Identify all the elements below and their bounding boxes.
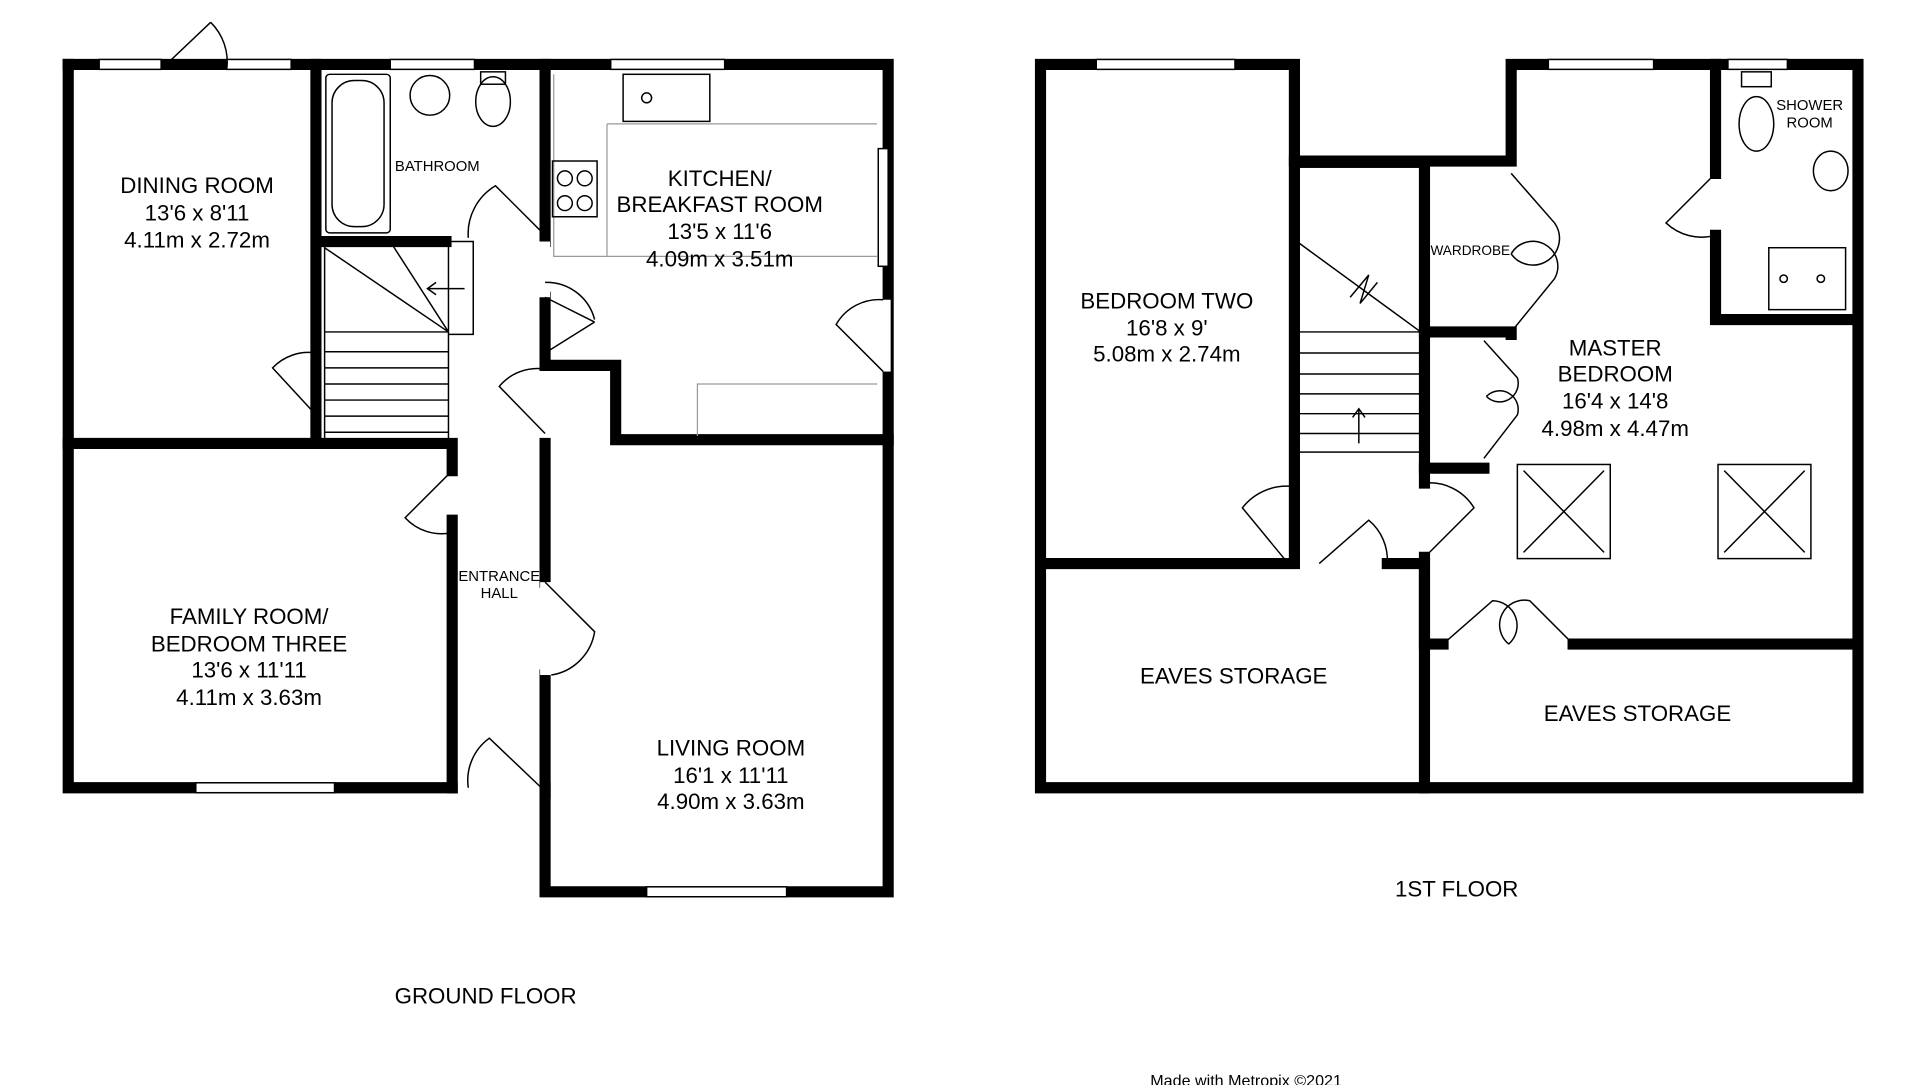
room-metric: 4.09m x 3.51m (646, 246, 793, 271)
room-name: ENTRANCE (458, 569, 540, 585)
room-eaves-right: EAVES STORAGE (1544, 701, 1731, 726)
room-kitchen: KITCHEN/ BREAKFAST ROOM 13'5 x 11'6 4.09… (617, 166, 823, 272)
room-eaves-left: EAVES STORAGE (1140, 664, 1327, 689)
room-name: BREAKFAST ROOM (617, 192, 823, 217)
skylight-right (1717, 463, 1812, 560)
first-floor-plan: BEDROOM TWO 16'8 x 9' 5.08m x 2.74m WARD… (1034, 58, 1864, 902)
room-metric: 4.98m x 4.47m (1542, 416, 1689, 441)
room-name: KITCHEN/ (668, 166, 773, 191)
room-master: MASTER BEDROOM 16'4 x 14'8 4.98m x 4.47m (1542, 335, 1689, 441)
credit-text: Made with Metropix ©2021 (1150, 1072, 1342, 1085)
ground-floor-label: GROUND FLOOR (395, 983, 577, 1008)
ground-floor-windows (98, 58, 891, 898)
room-family: FAMILY ROOM/ BEDROOM THREE 13'6 x 11'11 … (151, 604, 347, 710)
room-imperial: 16'8 x 9' (1126, 316, 1208, 341)
room-shower: SHOWER ROOM (1776, 98, 1843, 131)
first-floor-windows (1095, 58, 1789, 71)
first-floor-doors (1241, 172, 1717, 645)
room-metric: 4.11m x 3.63m (176, 685, 322, 710)
room-name: ROOM (1787, 116, 1833, 132)
room-name: SHOWER (1776, 98, 1843, 114)
room-imperial: 13'6 x 11'11 (191, 658, 306, 683)
room-wardrobe: WARDROBE (1430, 243, 1510, 258)
room-metric: 4.11m x 2.72m (124, 228, 270, 253)
room-metric: 4.90m x 3.63m (657, 789, 804, 814)
room-hall: ENTRANCE HALL (458, 569, 540, 602)
room-name: BEDROOM (1558, 361, 1673, 386)
skylight-left (1516, 463, 1611, 560)
room-name: FAMILY ROOM/ (170, 604, 330, 629)
room-imperial: 16'1 x 11'11 (673, 763, 788, 788)
room-metric: 5.08m x 2.74m (1093, 342, 1240, 367)
room-imperial: 13'6 x 8'11 (145, 200, 250, 225)
room-imperial: 16'4 x 14'8 (1562, 389, 1668, 414)
room-bathroom: BATHROOM (395, 159, 480, 175)
ground-floor-doors (160, 21, 884, 789)
room-name: BEDROOM THREE (151, 631, 347, 656)
room-name: BEDROOM TWO (1080, 288, 1253, 313)
ground-floor-fixtures (323, 71, 878, 441)
room-name: DINING ROOM (120, 173, 273, 198)
first-floor-fixtures (1296, 71, 1849, 560)
room-dining: DINING ROOM 13'6 x 8'11 4.11m x 2.72m (120, 173, 273, 252)
room-name: LIVING ROOM (657, 736, 806, 761)
room-name: HALL (481, 586, 518, 602)
first-floor-walls (1034, 58, 1864, 794)
ground-floor-plan: DINING ROOM 13'6 x 8'11 4.11m x 2.72m BA… (62, 21, 894, 1008)
room-bedroom-two: BEDROOM TWO 16'8 x 9' 5.08m x 2.74m (1080, 288, 1253, 366)
room-imperial: 13'5 x 11'6 (667, 219, 772, 244)
room-name: MASTER (1569, 335, 1662, 360)
room-living: LIVING ROOM 16'1 x 11'11 4.90m x 3.63m (657, 736, 806, 814)
first-floor-label: 1ST FLOOR (1395, 877, 1518, 902)
